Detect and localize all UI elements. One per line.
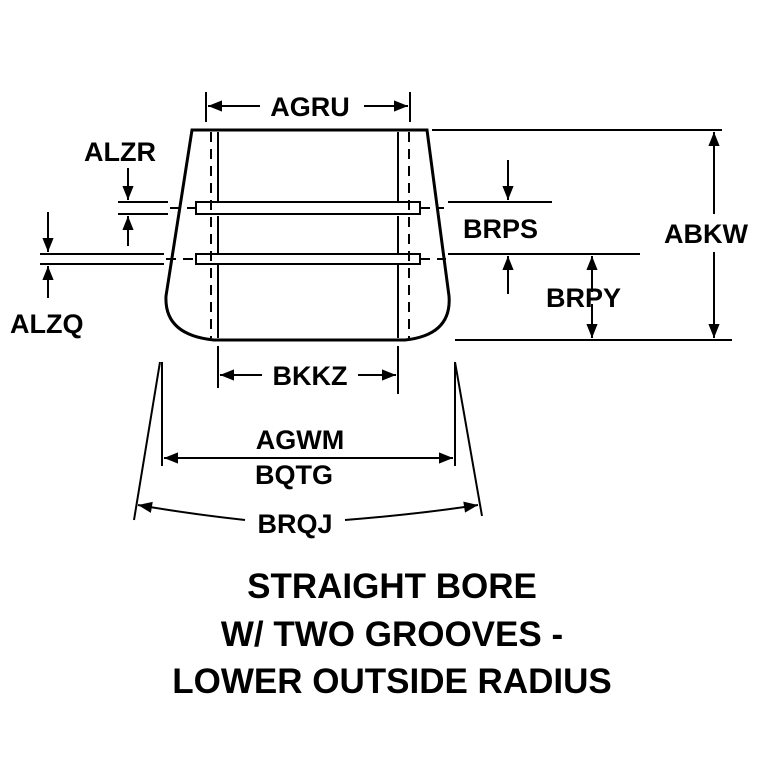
dim-abkw: ABKW bbox=[432, 129, 748, 338]
brqj-arc-left bbox=[137, 501, 246, 521]
dim-agru: AGRU bbox=[205, 92, 411, 122]
dim-brps: BRPS bbox=[448, 160, 640, 294]
brqj-ext-left bbox=[133, 361, 161, 521]
brqj-arc-right bbox=[344, 501, 479, 521]
dim-alzr: ALZR bbox=[84, 137, 168, 246]
caption-line-1: STRAIGHT BORE bbox=[247, 567, 537, 606]
caption-line-3: LOWER OUTSIDE RADIUS bbox=[172, 662, 611, 701]
label-brpy: BRPY bbox=[546, 283, 621, 313]
caption: STRAIGHT BORE W/ TWO GROOVES - LOWER OUT… bbox=[172, 567, 611, 701]
dim-bkkz: BKKZ bbox=[217, 346, 399, 394]
label-agwm: AGWM bbox=[256, 425, 344, 455]
brqj-ext-right bbox=[454, 361, 483, 517]
label-abkw: ABKW bbox=[664, 219, 748, 249]
part-body bbox=[164, 128, 451, 342]
label-brps: BRPS bbox=[463, 214, 538, 244]
label-bkkz: BKKZ bbox=[273, 361, 348, 391]
caption-line-2: W/ TWO GROOVES - bbox=[221, 615, 563, 654]
dim-agwm-bqtg: AGWM BQTG bbox=[161, 362, 456, 490]
label-agru: AGRU bbox=[270, 92, 350, 122]
groove-upper bbox=[195, 201, 421, 215]
body-outline bbox=[164, 128, 451, 342]
label-alzr: ALZR bbox=[84, 137, 156, 167]
dim-brqj: BRQJ bbox=[133, 361, 483, 539]
label-bqtg: BQTG bbox=[255, 460, 333, 490]
label-alzq: ALZQ bbox=[10, 309, 84, 339]
grooves bbox=[166, 201, 446, 265]
label-brqj: BRQJ bbox=[257, 509, 332, 539]
dim-brpy: BRPY bbox=[455, 256, 732, 341]
dim-alzq: ALZQ bbox=[10, 212, 164, 339]
groove-lower bbox=[195, 253, 421, 265]
bore-lines bbox=[210, 132, 410, 338]
